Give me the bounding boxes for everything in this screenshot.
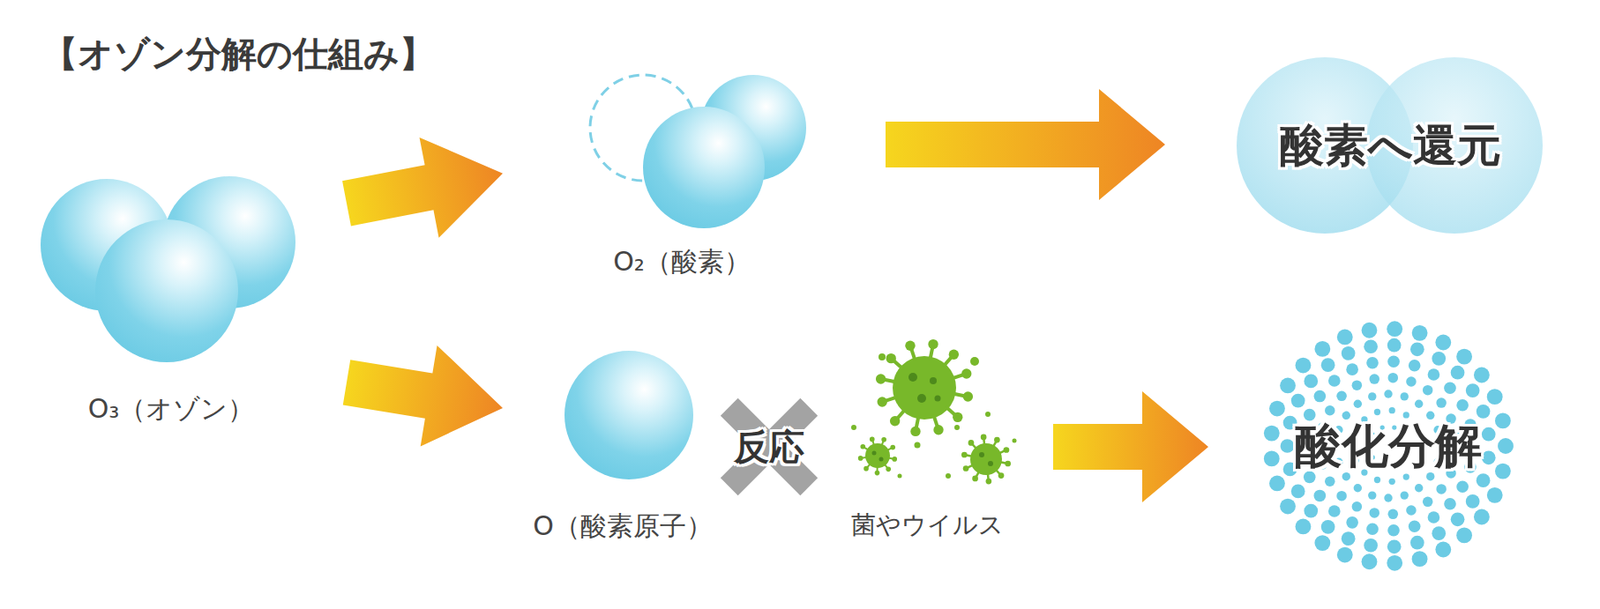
flow-arrow [343,345,503,447]
node-label: O₃（オゾン） [88,394,255,424]
flow-arrow [885,89,1166,201]
virus-icons [851,339,1017,485]
ozone-node: O₃（オゾン） [35,171,305,433]
node-label: 菌やウイルス [851,512,1004,540]
node-label: O（酸素原子） [532,511,713,541]
node-label: O₂（酸素） [613,246,751,277]
oxygen-node: O₂（酸素） [586,70,821,283]
decomposition-burst [1263,321,1514,571]
reduction-node: 酸素へ還元 [1234,54,1546,237]
oxygen-atom [564,351,694,480]
decomposition-node: 酸化分解 [1270,328,1507,565]
node-label: 酸化分解 [1294,420,1482,472]
node-label: 反応 [733,427,805,467]
reaction-node: 反応 [723,401,816,494]
oxygen-atom-node: O（酸素原子） [529,348,717,547]
oxygen-molecule [590,74,807,229]
reaction-cross [720,398,818,496]
node-label: 酸素へ還元 [1279,121,1502,171]
flow-arrow [342,137,503,239]
diagram-title: 【オゾン分解の仕組み】 [42,29,435,79]
oxygen-reduced [1236,57,1543,234]
germs-node: 菌やウイルス [837,339,1015,547]
flow-arrow [1053,391,1209,503]
ozone-molecule [40,176,296,363]
